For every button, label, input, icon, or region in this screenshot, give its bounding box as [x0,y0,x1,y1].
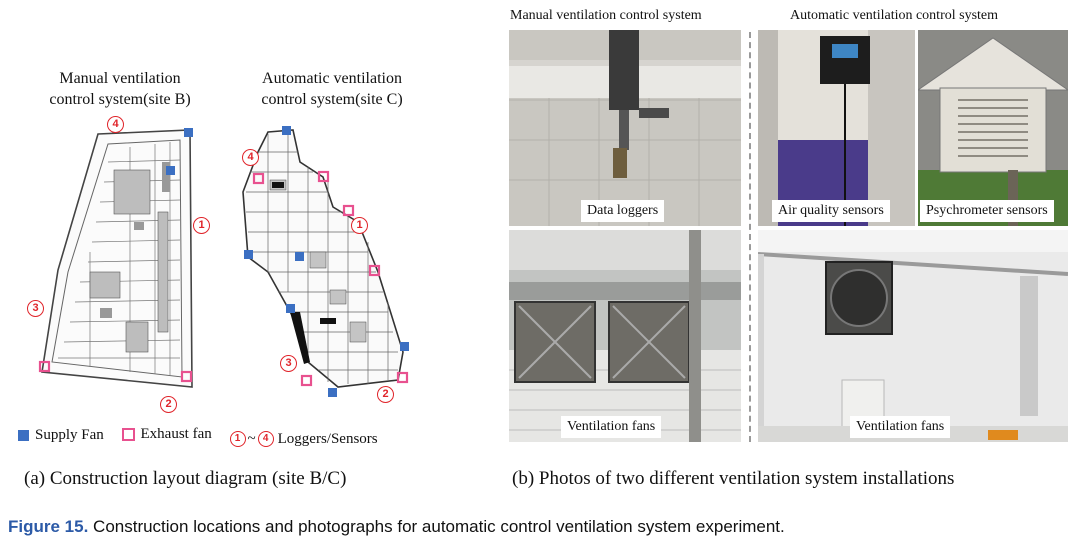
photo-air-quality: Air quality sensors [758,30,915,226]
label-air-quality: Air quality sensors [772,200,890,222]
legend-supply: Supply Fan [18,427,104,444]
legend-loggers-label: Loggers/Sensors [277,430,378,447]
legend: Supply Fan Exhaust fan 1 ~ 4 Loggers/Sen… [18,426,392,448]
legend-circle-to: 4 [257,431,274,447]
legend-exhaust-label: Exhaust fan [140,426,212,442]
legend-supply-label: Supply Fan [35,427,104,443]
figure-caption-text: Construction locations and photographs f… [88,517,785,536]
logger-marker-swatch: 1 ~ 4 [229,430,274,448]
marker-c-3: 3 [280,355,297,372]
photo-fans-auto: Ventilation fans [758,230,1068,442]
marker-b-1: 1 [193,217,210,234]
site-b-title: Manual ventilation control system(site B… [30,68,210,110]
photo-data-loggers: Data loggers [509,30,741,226]
marker-c-1: 1 [351,217,368,234]
supply-fan-swatch [18,430,29,441]
label-data-loggers: Data loggers [581,200,665,222]
marker-b-4: 4 [107,116,124,133]
caption-a: (a) Construction layout diagram (site B/… [24,468,347,489]
section-divider [749,32,751,442]
site-c-title-line1: Automatic ventilation [262,70,402,87]
site-c-title: Automatic ventilation control system(sit… [242,68,422,110]
legend-range-sep: ~ [247,430,256,447]
auto-section-title: Automatic ventilation control system [790,8,999,23]
legend-loggers: 1 ~ 4 Loggers/Sensors [229,430,378,448]
figure-caption: Figure 15. Construction locations and ph… [8,517,785,537]
site-c-floor-plan [242,126,409,397]
legend-circle-from: 1 [229,431,246,447]
site-b-title-line1: Manual ventilation [59,70,181,87]
caption-b: (b) Photos of two different ventilation … [512,468,955,489]
label-psychrometer: Psychrometer sensors [920,200,1054,222]
marker-c-4: 4 [242,149,259,166]
photo-fans-manual: Ventilation fans [509,230,741,442]
photo-psychrometer: Psychrometer sensors [918,30,1068,226]
manual-section-title: Manual ventilation control system [510,8,702,23]
legend-exhaust: Exhaust fan [121,426,212,443]
label-fans-manual: Ventilation fans [561,416,662,438]
site-b-floor-plan [38,128,193,388]
label-fans-auto: Ventilation fans [850,416,951,438]
site-b-title-line2: control system(site B) [49,91,191,108]
marker-b-3: 3 [27,300,44,317]
exhaust-fan-swatch [121,428,135,441]
figure-label: Figure 15. [8,517,89,536]
marker-b-2: 2 [160,396,177,413]
marker-c-2: 2 [377,386,394,403]
site-c-title-line2: control system(site C) [261,91,403,108]
